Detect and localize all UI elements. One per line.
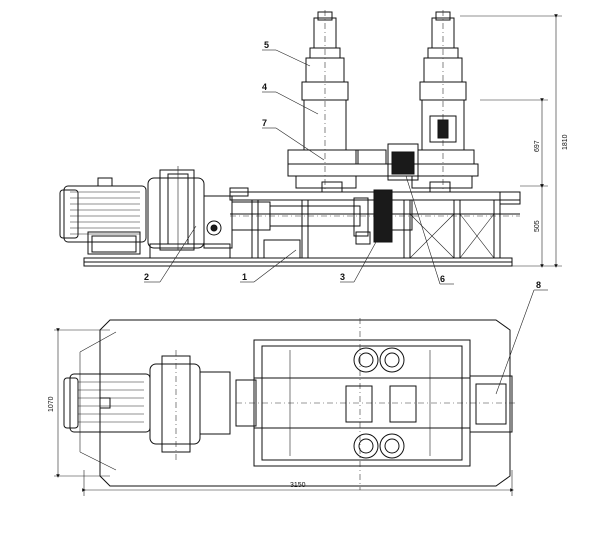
- plan-reducer: [149, 350, 231, 460]
- upper-platform: [287, 143, 479, 193]
- main-shaft: [230, 189, 520, 245]
- leader-lines: [144, 49, 454, 285]
- callout-8: 8: [536, 280, 541, 290]
- plan-frame: [235, 318, 516, 490]
- plan-dimensions: [54, 328, 514, 496]
- callout-6: 6: [440, 274, 445, 284]
- dim-upper-height: 697: [534, 140, 541, 152]
- right-column: [419, 10, 467, 192]
- callout-7: 7: [262, 118, 267, 128]
- dim-lower-height: 505: [534, 220, 541, 232]
- dim-plan-width: 1070: [48, 396, 55, 412]
- base-frame: [83, 187, 521, 267]
- reducer-gearbox: [147, 166, 233, 259]
- dim-total-height: 1810: [562, 134, 569, 150]
- drive-motor: [59, 177, 147, 255]
- plan-motor: [63, 373, 151, 433]
- dim-plan-length: 3150: [290, 482, 306, 489]
- plan-outline: [99, 319, 511, 487]
- elevation-view: 5 4 7 2 1 3 6 1810 697 505: [59, 10, 569, 285]
- left-column: [301, 10, 349, 192]
- callout-1: 1: [242, 272, 247, 282]
- callout-5: 5: [264, 40, 269, 50]
- callout-3: 3: [340, 272, 345, 282]
- callout-4: 4: [262, 82, 267, 92]
- elevation-dimensions: [460, 14, 562, 268]
- plan-view: 8 1070 3150: [48, 280, 548, 496]
- callout-2: 2: [144, 272, 149, 282]
